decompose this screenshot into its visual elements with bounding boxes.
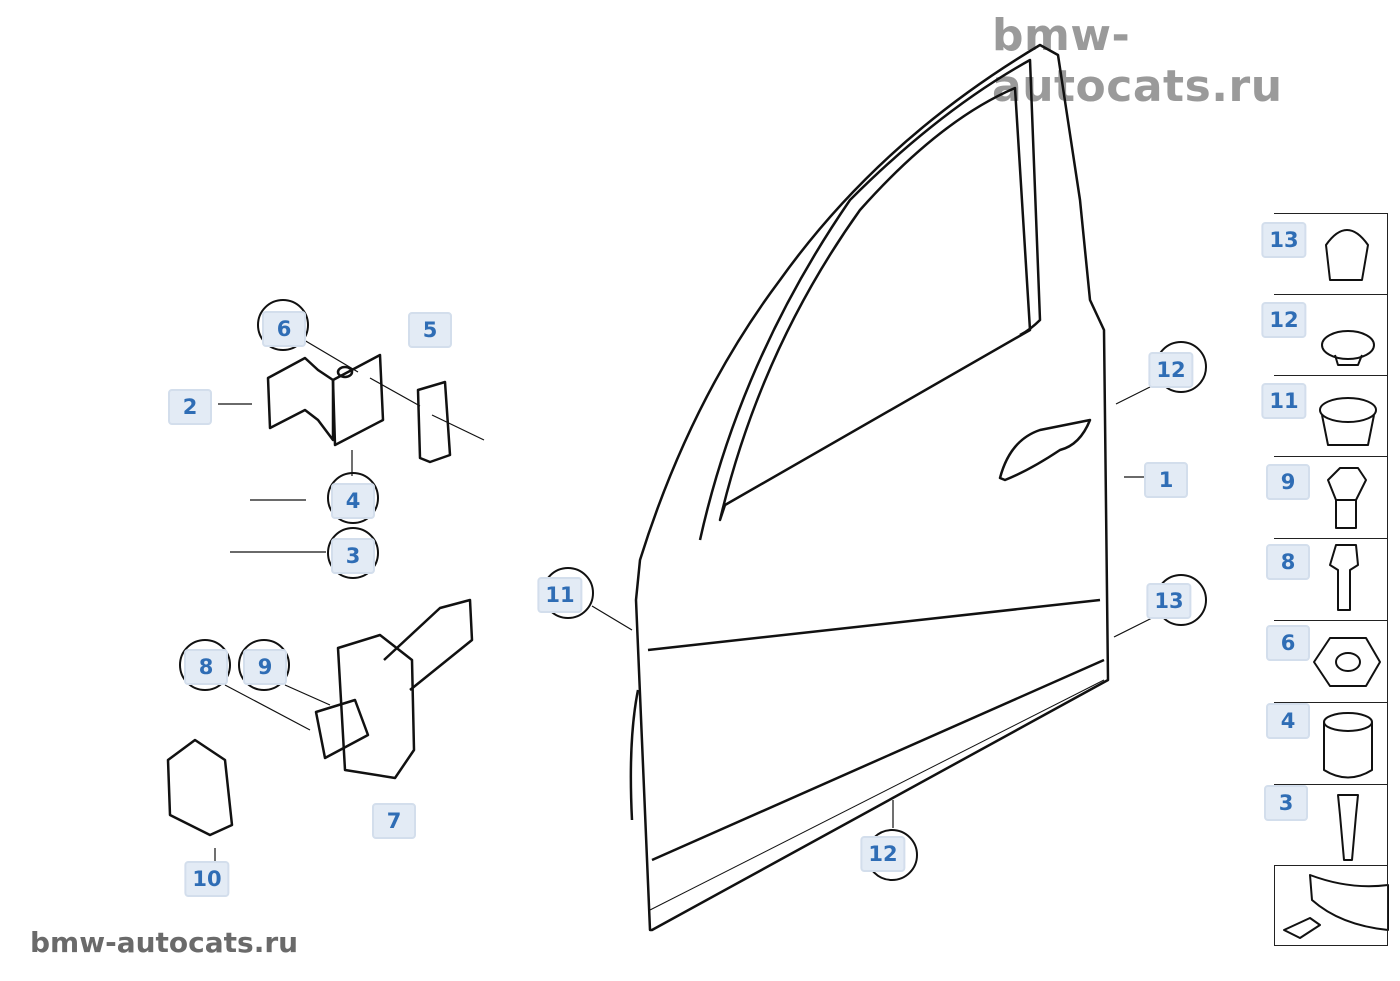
- parts-list-cell[interactable]: [1274, 213, 1388, 294]
- parts-list-label[interactable]: 6: [1266, 625, 1310, 661]
- parts-list-label[interactable]: 12: [1261, 302, 1307, 338]
- callout-11[interactable]: 11: [537, 577, 583, 613]
- parts-list-label[interactable]: 13: [1261, 222, 1307, 258]
- door-shell: [629, 43, 1110, 932]
- watermark-top: bmw-autocats.ru: [992, 10, 1283, 112]
- parts-list-cell[interactable]: [1274, 702, 1388, 784]
- callout-circle: [238, 639, 290, 691]
- hinge-drawing: [266, 353, 452, 464]
- parts-list-label[interactable]: 11: [1261, 383, 1307, 419]
- callout-5[interactable]: 5: [408, 312, 452, 348]
- callout-12[interactable]: 12: [860, 836, 906, 872]
- parts-list-label[interactable]: 3: [1264, 785, 1308, 821]
- callout-7[interactable]: 7: [372, 803, 416, 839]
- callout-1[interactable]: 1: [1144, 462, 1188, 498]
- callout-13[interactable]: 13: [1146, 583, 1192, 619]
- callout-circle: [327, 472, 379, 524]
- parts-list-cell[interactable]: [1274, 538, 1388, 620]
- parts-list-cell[interactable]: [1274, 456, 1388, 538]
- back-navigation-cell[interactable]: [1274, 865, 1388, 946]
- parts-list-label[interactable]: 8: [1266, 544, 1310, 580]
- callout-8[interactable]: 8: [184, 649, 228, 685]
- parts-list-label[interactable]: 4: [1266, 703, 1310, 739]
- callout-4[interactable]: 4: [331, 483, 375, 519]
- parts-list-label[interactable]: 9: [1266, 464, 1310, 500]
- callout-2[interactable]: 2: [168, 389, 212, 425]
- leader-lines: [214, 339, 1159, 862]
- callout-circle: [257, 299, 309, 351]
- parts-list-cell[interactable]: [1274, 620, 1388, 702]
- parts-list-cell[interactable]: [1274, 375, 1388, 456]
- parts-list-cell[interactable]: [1274, 784, 1388, 865]
- callout-circle: [327, 527, 379, 579]
- door-check-drawing: [166, 598, 474, 837]
- callout-10[interactable]: 10: [184, 861, 230, 897]
- callout-12[interactable]: 12: [1148, 352, 1194, 388]
- callout-9[interactable]: 9: [243, 649, 287, 685]
- callout-3[interactable]: 3: [331, 538, 375, 574]
- parts-list-cell[interactable]: [1274, 294, 1388, 375]
- callout-circle: [179, 639, 231, 691]
- callout-6[interactable]: 6: [262, 311, 306, 347]
- watermark-bottom: bmw-autocats.ru: [30, 926, 299, 959]
